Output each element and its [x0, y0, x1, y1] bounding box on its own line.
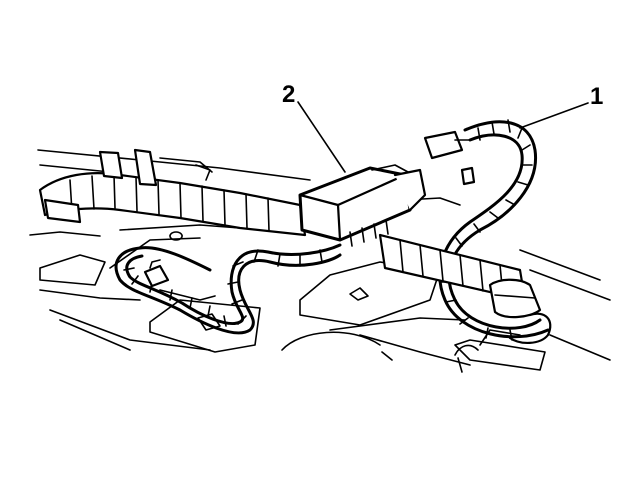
seat-harness-loop	[378, 119, 552, 373]
leader-line-2	[297, 101, 346, 173]
leader-line-1	[519, 102, 589, 129]
callout-1-label: 1	[590, 83, 603, 110]
callout-2-label: 2	[282, 81, 295, 108]
control-module	[298, 164, 427, 247]
floor-harness-loop	[114, 243, 342, 335]
